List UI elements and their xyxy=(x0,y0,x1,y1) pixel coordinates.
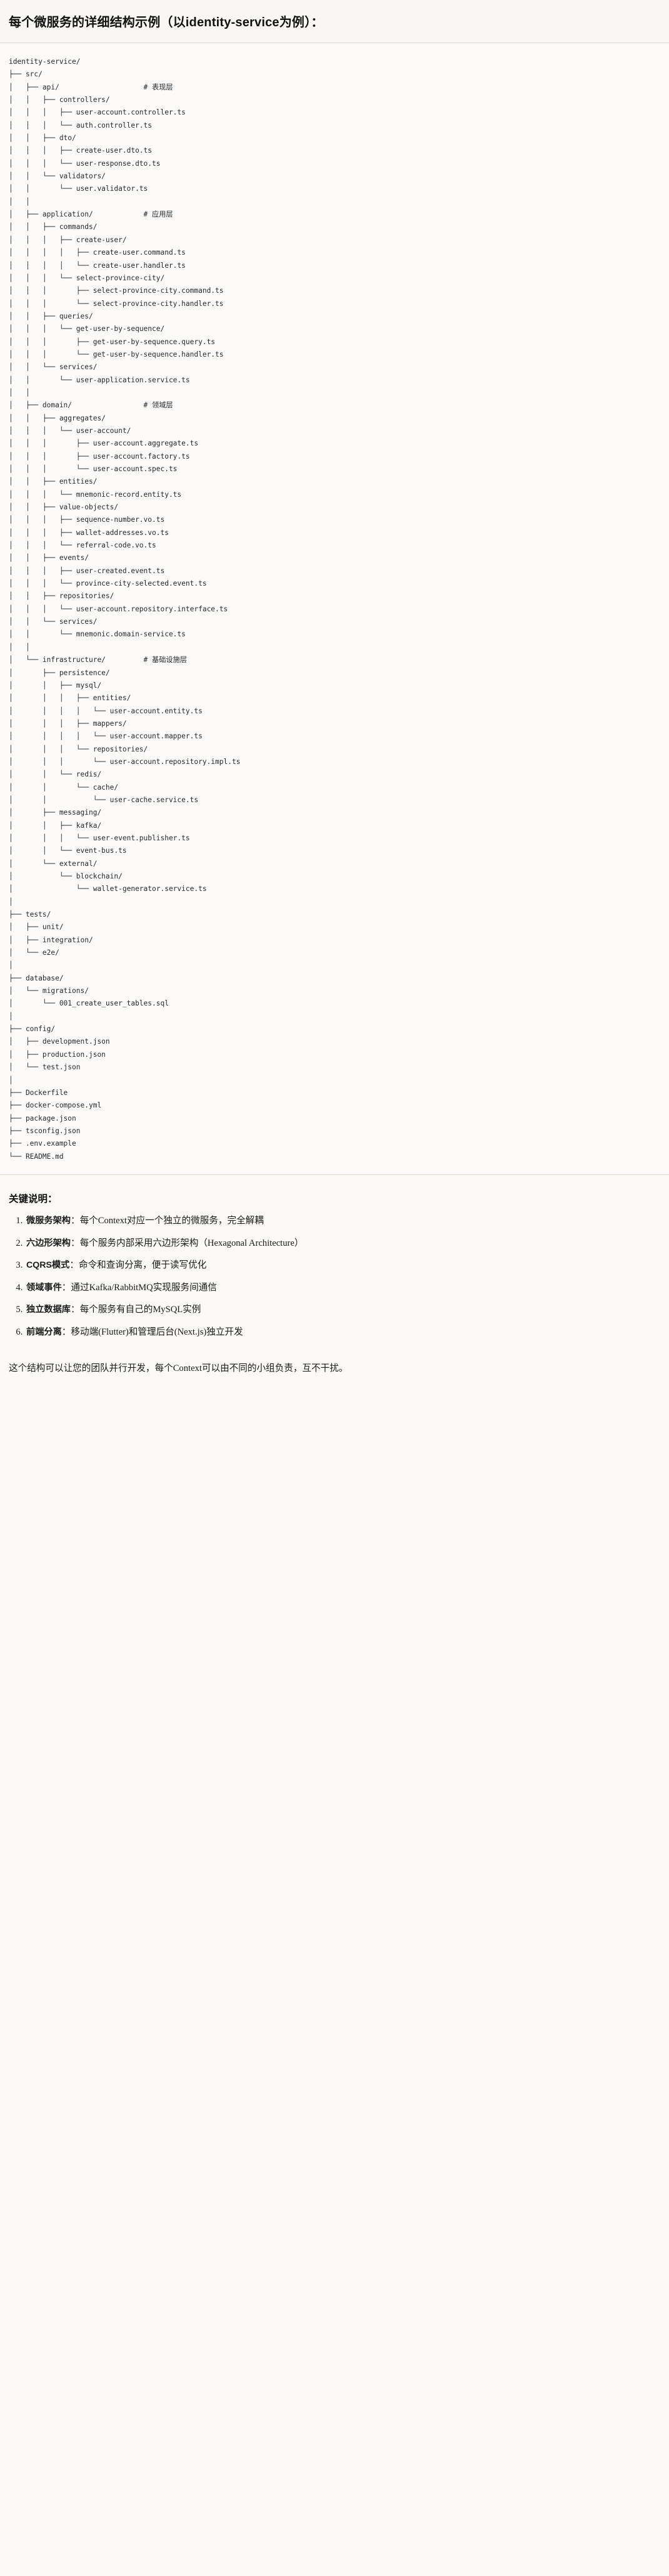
note-desc: 通过Kafka/RabbitMQ实现服务间通信 xyxy=(71,1282,217,1293)
note-desc: 每个服务内部采用六边形架构（Hexagonal Architecture） xyxy=(79,1238,304,1248)
note-desc: 每个服务有自己的MySQL实例 xyxy=(79,1305,201,1315)
list-item: 前端分离：移动端(Flutter)和管理后台(Next.js)独立开发 xyxy=(25,1325,660,1340)
note-separator: ： xyxy=(70,1215,80,1226)
key-notes-section: 关键说明： 微服务架构：每个Context对应一个独立的微服务，完全解耦 六边形… xyxy=(0,1175,669,1352)
note-desc: 每个Context对应一个独立的微服务，完全解耦 xyxy=(79,1215,264,1226)
list-item: 六边形架构：每个服务内部采用六边形架构（Hexagonal Architectu… xyxy=(25,1236,660,1251)
note-desc: 命令和查询分离，便于读写优化 xyxy=(78,1260,207,1271)
directory-tree: identity-service/ ├── src/ │ ├── api/ # … xyxy=(9,58,241,1161)
list-item: CQRS模式：命令和查询分离，便于读写优化 xyxy=(25,1258,660,1273)
directory-tree-block: identity-service/ ├── src/ │ ├── api/ # … xyxy=(0,43,669,1174)
note-term: CQRS模式 xyxy=(26,1260,70,1271)
note-term: 六边形架构 xyxy=(26,1238,71,1248)
list-item: 领域事件：通过Kafka/RabbitMQ实现服务间通信 xyxy=(25,1281,660,1295)
note-desc: 移动端(Flutter)和管理后台(Next.js)独立开发 xyxy=(71,1326,243,1337)
note-term: 微服务架构 xyxy=(26,1215,71,1226)
closing-paragraph: 这个结构可以让您的团队并行开发，每个Context可以由不同的小组负责，互不干扰… xyxy=(9,1363,348,1373)
note-term: 领域事件 xyxy=(26,1282,62,1293)
note-term: 前端分离 xyxy=(26,1326,62,1337)
list-item: 独立数据库：每个服务有自己的MySQL实例 xyxy=(25,1303,660,1317)
note-separator: ： xyxy=(61,1282,71,1293)
note-separator: ： xyxy=(61,1326,71,1337)
document-page: 每个微服务的详细结构示例（以identity-service为例）： ident… xyxy=(0,0,669,1376)
list-item: 微服务架构：每个Context对应一个独立的微服务，完全解耦 xyxy=(25,1214,660,1228)
note-separator: ： xyxy=(69,1260,79,1271)
page-title: 每个微服务的详细结构示例（以identity-service为例）： xyxy=(9,16,324,29)
tree-divider xyxy=(0,1174,669,1175)
key-notes-list: 微服务架构：每个Context对应一个独立的微服务，完全解耦 六边形架构：每个服… xyxy=(9,1214,660,1340)
note-term: 独立数据库 xyxy=(26,1305,71,1315)
document-header: 每个微服务的详细结构示例（以identity-service为例）： xyxy=(0,0,669,43)
note-separator: ： xyxy=(70,1238,80,1248)
note-separator: ： xyxy=(70,1305,80,1315)
key-notes-title: 关键说明： xyxy=(9,1193,58,1204)
